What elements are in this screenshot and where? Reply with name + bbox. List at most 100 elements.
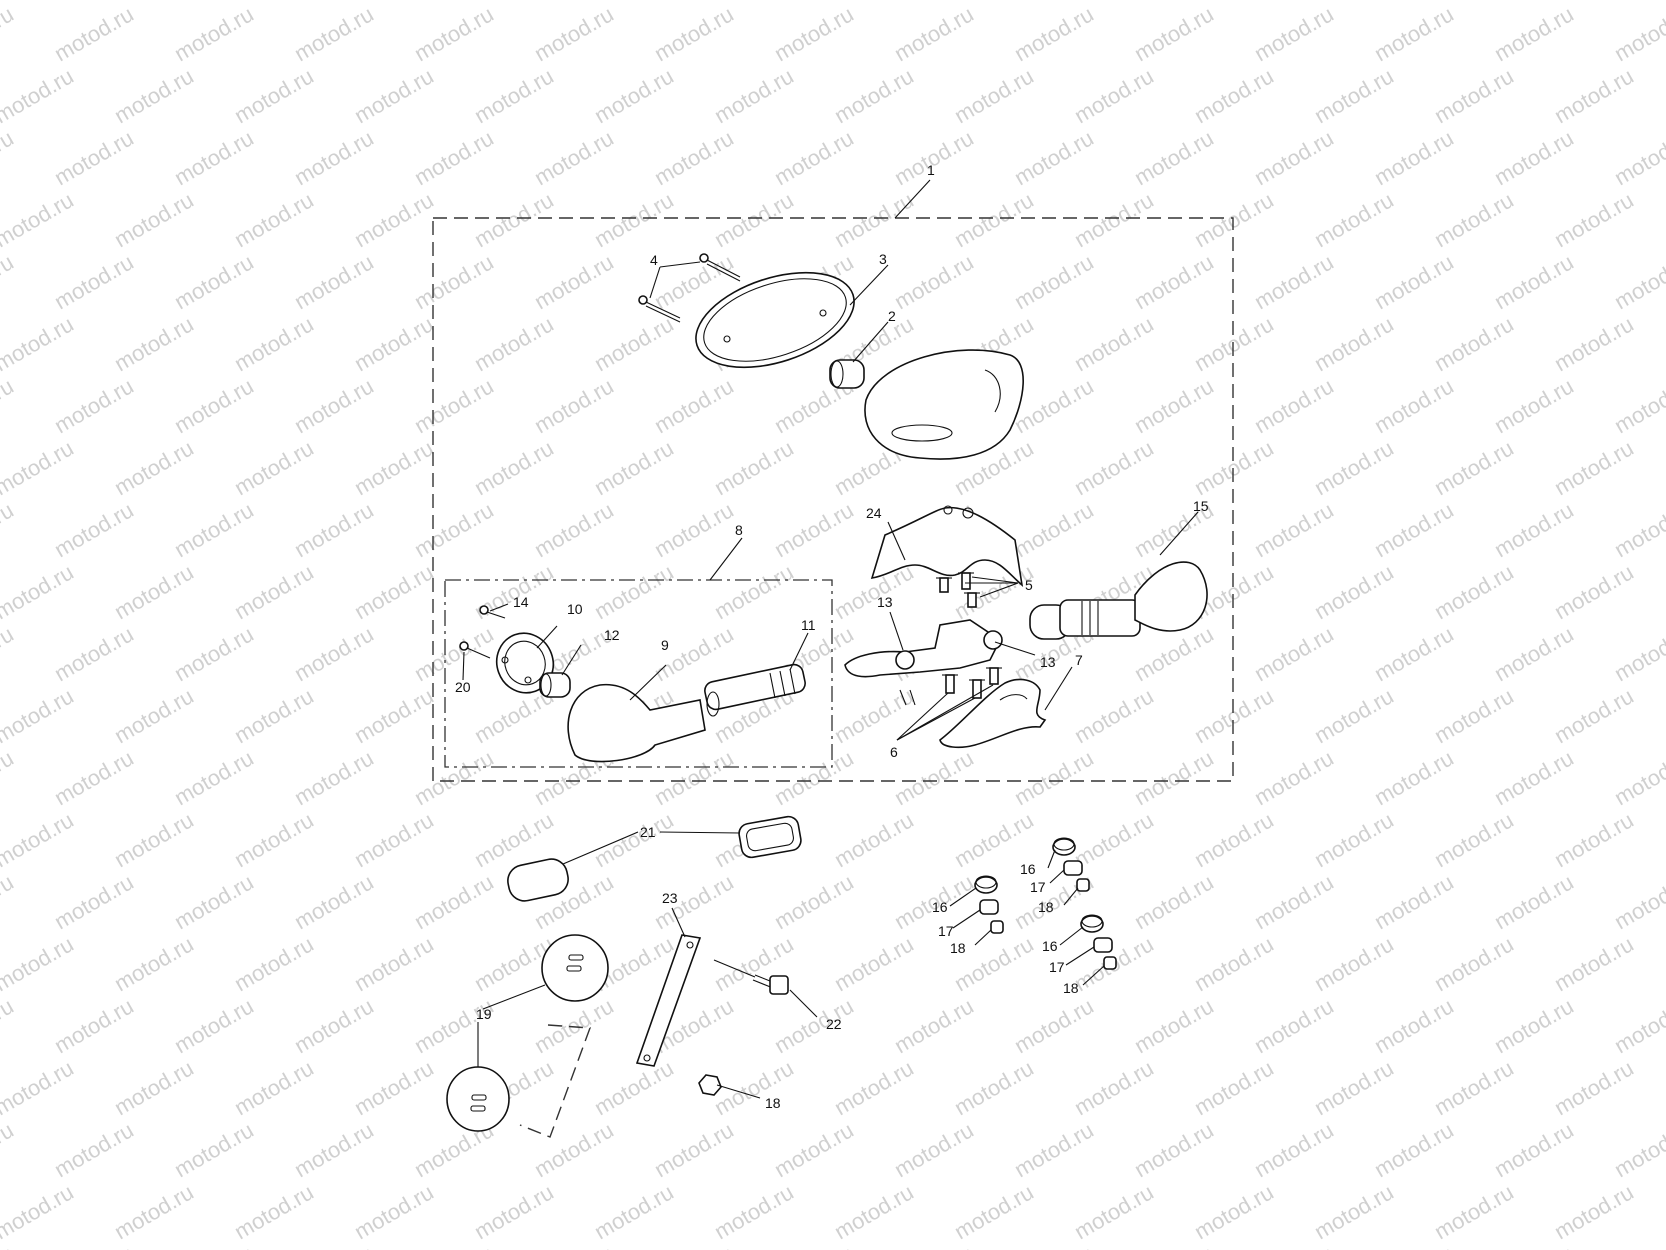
- watermark-text: motod.ru: [1310, 683, 1398, 748]
- watermark-text: motod.ru: [1130, 1117, 1218, 1182]
- watermark-text: motod.ru: [0, 1117, 18, 1182]
- watermark-text: motod.ru: [890, 1, 978, 66]
- watermark-text: motod.ru: [1070, 311, 1158, 376]
- watermark-text: motod.ru: [590, 63, 678, 128]
- callout-15: 15: [1193, 498, 1209, 514]
- watermark-text: motod.ru: [110, 559, 198, 624]
- watermark-text: motod.ru: [1310, 63, 1398, 128]
- watermark-text: motod.ru: [290, 1117, 378, 1182]
- watermark-text: motod.ru: [1550, 187, 1638, 252]
- watermark-text: motod.ru: [230, 807, 318, 872]
- watermark-text: motod.ru: [1130, 373, 1218, 438]
- watermark-text: motod.ru: [410, 373, 498, 438]
- watermark-text: motod.ru: [170, 1241, 258, 1250]
- callout-18b: 18: [1038, 899, 1054, 915]
- watermark-text: motod.ru: [0, 683, 78, 748]
- watermark-text: motod.ru: [1310, 187, 1398, 252]
- watermark-text: motod.ru: [1610, 497, 1666, 562]
- watermark-text: motod.ru: [50, 621, 138, 686]
- part-21-gaskets: [507, 815, 802, 902]
- watermark-text: motod.ru: [290, 249, 378, 314]
- watermark-text: motod.ru: [230, 187, 318, 252]
- watermark-text: motod.ru: [1250, 125, 1338, 190]
- watermark-text: motod.ru: [770, 125, 858, 190]
- watermark-text: motod.ru: [650, 1117, 738, 1182]
- watermark-text: motod.ru: [0, 63, 78, 128]
- watermark-text: motod.ru: [350, 1055, 438, 1120]
- watermark-text: motod.ru: [170, 621, 258, 686]
- watermark-text: motod.ru: [710, 63, 798, 128]
- callout-24: 24: [866, 505, 882, 521]
- watermark-text: motod.ru: [1430, 63, 1518, 128]
- watermark-text: motod.ru: [1610, 1, 1666, 66]
- watermark-text: motod.ru: [1370, 1, 1458, 66]
- part-2-housing: [864, 349, 1024, 460]
- watermark-text: motod.ru: [710, 435, 798, 500]
- watermark-text: motod.ru: [830, 1179, 918, 1244]
- watermark-text: motod.ru: [590, 311, 678, 376]
- watermark-text: motod.ru: [230, 311, 318, 376]
- watermark-text: motod.ru: [890, 993, 978, 1058]
- watermark-text: motod.ru: [1310, 1055, 1398, 1120]
- callout-4: 4: [650, 252, 658, 268]
- watermark-text: motod.ru: [1010, 745, 1098, 810]
- watermark-text: motod.ru: [1490, 1117, 1578, 1182]
- watermark-text: motod.ru: [530, 1, 618, 66]
- watermark-text: motod.ru: [1130, 125, 1218, 190]
- part-14-screw: [479, 605, 506, 619]
- watermark-text: motod.ru: [1370, 125, 1458, 190]
- assembly-box-8: [444, 579, 833, 768]
- watermark-text: motod.ru: [1550, 63, 1638, 128]
- watermark-text: motod.ru: [230, 1055, 318, 1120]
- callout-18a: 18: [950, 940, 966, 956]
- watermark-text: motod.ru: [1430, 187, 1518, 252]
- callout-16c: 16: [1042, 938, 1058, 954]
- watermark-text: motod.ru: [890, 249, 978, 314]
- callout-13b: 13: [1040, 654, 1056, 670]
- part-18-nut: [698, 1074, 722, 1096]
- watermark-text: motod.ru: [1490, 745, 1578, 810]
- watermark-text: motod.ru: [50, 373, 138, 438]
- watermark-text: motod.ru: [1010, 125, 1098, 190]
- watermark-text: motod.ru: [950, 63, 1038, 128]
- watermark-text: motod.ru: [1070, 1179, 1158, 1244]
- callout-16a: 16: [932, 899, 948, 915]
- watermark-text: motod.ru: [350, 559, 438, 624]
- watermark-text: motod.ru: [1610, 993, 1666, 1058]
- watermark-text: motod.ru: [1370, 1241, 1458, 1250]
- watermark-text: motod.ru: [530, 249, 618, 314]
- watermark-text: motod.ru: [290, 993, 378, 1058]
- watermark-text: motod.ru: [1130, 1, 1218, 66]
- assembly-box-1: [432, 217, 1234, 782]
- watermark-text: motod.ru: [110, 1055, 198, 1120]
- part-11-stalk: [704, 663, 806, 717]
- part-12-bulb: [539, 672, 571, 698]
- watermark-text: motod.ru: [290, 1241, 378, 1250]
- watermark-text: motod.ru: [1610, 1117, 1666, 1182]
- watermark-text: motod.ru: [410, 869, 498, 934]
- watermark-text: motod.ru: [1610, 745, 1666, 810]
- watermark-text: motod.ru: [350, 187, 438, 252]
- watermark-text: motod.ru: [1310, 311, 1398, 376]
- watermark-text: motod.ru: [1430, 931, 1518, 996]
- callout-9: 9: [661, 637, 669, 653]
- watermark-text: motod.ru: [1370, 869, 1458, 934]
- watermark-text: motod.ru: [650, 125, 738, 190]
- watermark-text: motod.ru: [1610, 1241, 1666, 1250]
- watermark-text: motod.ru: [1190, 931, 1278, 996]
- watermark-text: motod.ru: [650, 745, 738, 810]
- watermark-text: motod.ru: [830, 63, 918, 128]
- leader-lines: [462, 179, 1199, 1099]
- callout-17c: 17: [1049, 959, 1065, 975]
- part-3-lens-plate: [695, 271, 855, 369]
- watermark-text: motod.ru: [530, 373, 618, 438]
- watermark-text: motod.ru: [890, 1117, 978, 1182]
- part-2-bulb: [829, 359, 865, 389]
- watermark-text: motod.ru: [1490, 249, 1578, 314]
- watermark-text: motod.ru: [1490, 373, 1578, 438]
- watermark-text: motod.ru: [890, 745, 978, 810]
- watermark-text: motod.ru: [1490, 621, 1578, 686]
- watermark-text: motod.ru: [530, 1117, 618, 1182]
- watermark-text: motod.ru: [650, 497, 738, 562]
- watermark-text: motod.ru: [410, 1241, 498, 1250]
